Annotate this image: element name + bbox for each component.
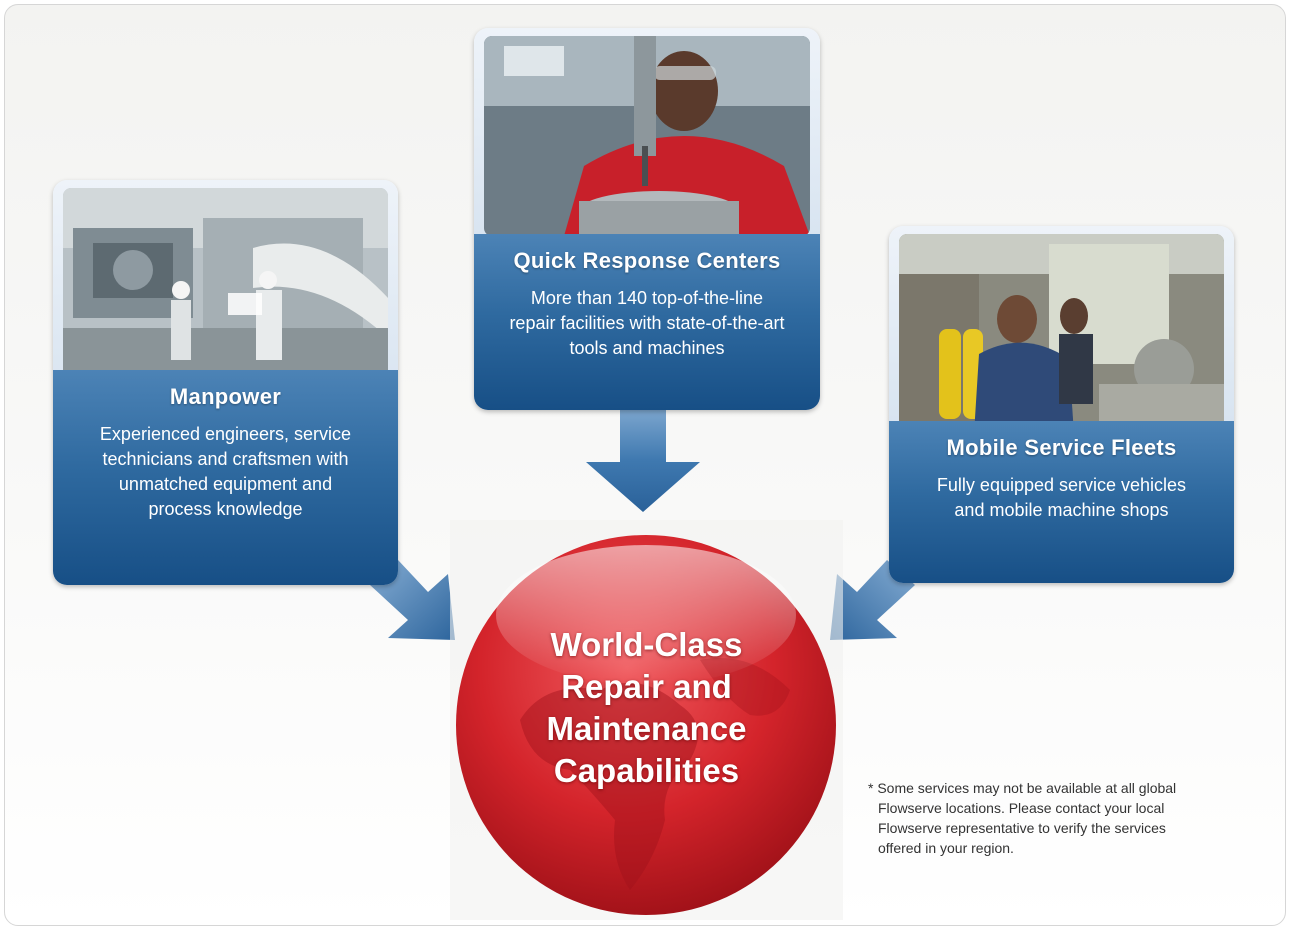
quick-response-desc-line: repair facilities with state-of-the-art bbox=[509, 313, 785, 333]
quick-response-desc-line: More than 140 top-of-the-line bbox=[530, 288, 764, 308]
mobile-fleets-desc-line: Fully equipped service vehicles bbox=[936, 475, 1187, 495]
quick-response-body: Quick Response Centers More than 140 top… bbox=[474, 234, 820, 410]
quick-response-title: Quick Response Centers bbox=[513, 248, 781, 273]
arrow-center bbox=[586, 408, 700, 512]
card-mobile-service-fleets: Mobile Service Fleets Fully equipped ser… bbox=[889, 226, 1234, 583]
card-manpower: Manpower Experienced engineers, service … bbox=[53, 180, 398, 585]
footnote-line: Flowserve representative to verify the s… bbox=[878, 820, 1166, 836]
manpower-desc-line: process knowledge bbox=[148, 499, 303, 519]
mobile-fleets-desc-line: and mobile machine shops bbox=[954, 500, 1169, 520]
globe bbox=[450, 520, 843, 920]
manpower-desc-line: unmatched equipment and bbox=[118, 474, 333, 494]
footnote-line: Flowserve locations. Please contact your… bbox=[878, 800, 1165, 816]
card-quick-response-centers: Quick Response Centers More than 140 top… bbox=[474, 28, 820, 410]
mobile-fleets-title: Mobile Service Fleets bbox=[946, 435, 1177, 460]
footnote: * Some services may not be available at … bbox=[868, 778, 1278, 858]
footnote-line: offered in your region. bbox=[878, 840, 1014, 856]
center-text-line: Repair and bbox=[561, 668, 732, 705]
manpower-desc-line: Experienced engineers, service bbox=[99, 424, 352, 444]
manpower-body: Manpower Experienced engineers, service … bbox=[53, 370, 398, 585]
mobile-fleets-photo bbox=[899, 234, 1224, 434]
center-text-line: World-Class bbox=[550, 626, 743, 663]
quick-response-desc-line: tools and machines bbox=[569, 338, 725, 358]
center-text-line: Capabilities bbox=[553, 752, 740, 789]
quick-response-description: More than 140 top-of-the-line repair fac… bbox=[492, 286, 802, 361]
manpower-description: Experienced engineers, service technicia… bbox=[71, 422, 380, 522]
mobile-fleets-description: Fully equipped service vehicles and mobi… bbox=[907, 473, 1216, 523]
manpower-photo bbox=[63, 188, 388, 384]
mobile-fleets-body: Mobile Service Fleets Fully equipped ser… bbox=[889, 421, 1234, 583]
center-capabilities-text: World-Class Repair and Maintenance Capab… bbox=[450, 624, 843, 792]
manpower-desc-line: technicians and craftsmen with bbox=[102, 449, 349, 469]
footnote-line: * Some services may not be available at … bbox=[868, 780, 1177, 796]
manpower-title: Manpower bbox=[169, 384, 282, 409]
center-text-line: Maintenance bbox=[546, 710, 747, 747]
quick-response-photo bbox=[484, 36, 810, 236]
